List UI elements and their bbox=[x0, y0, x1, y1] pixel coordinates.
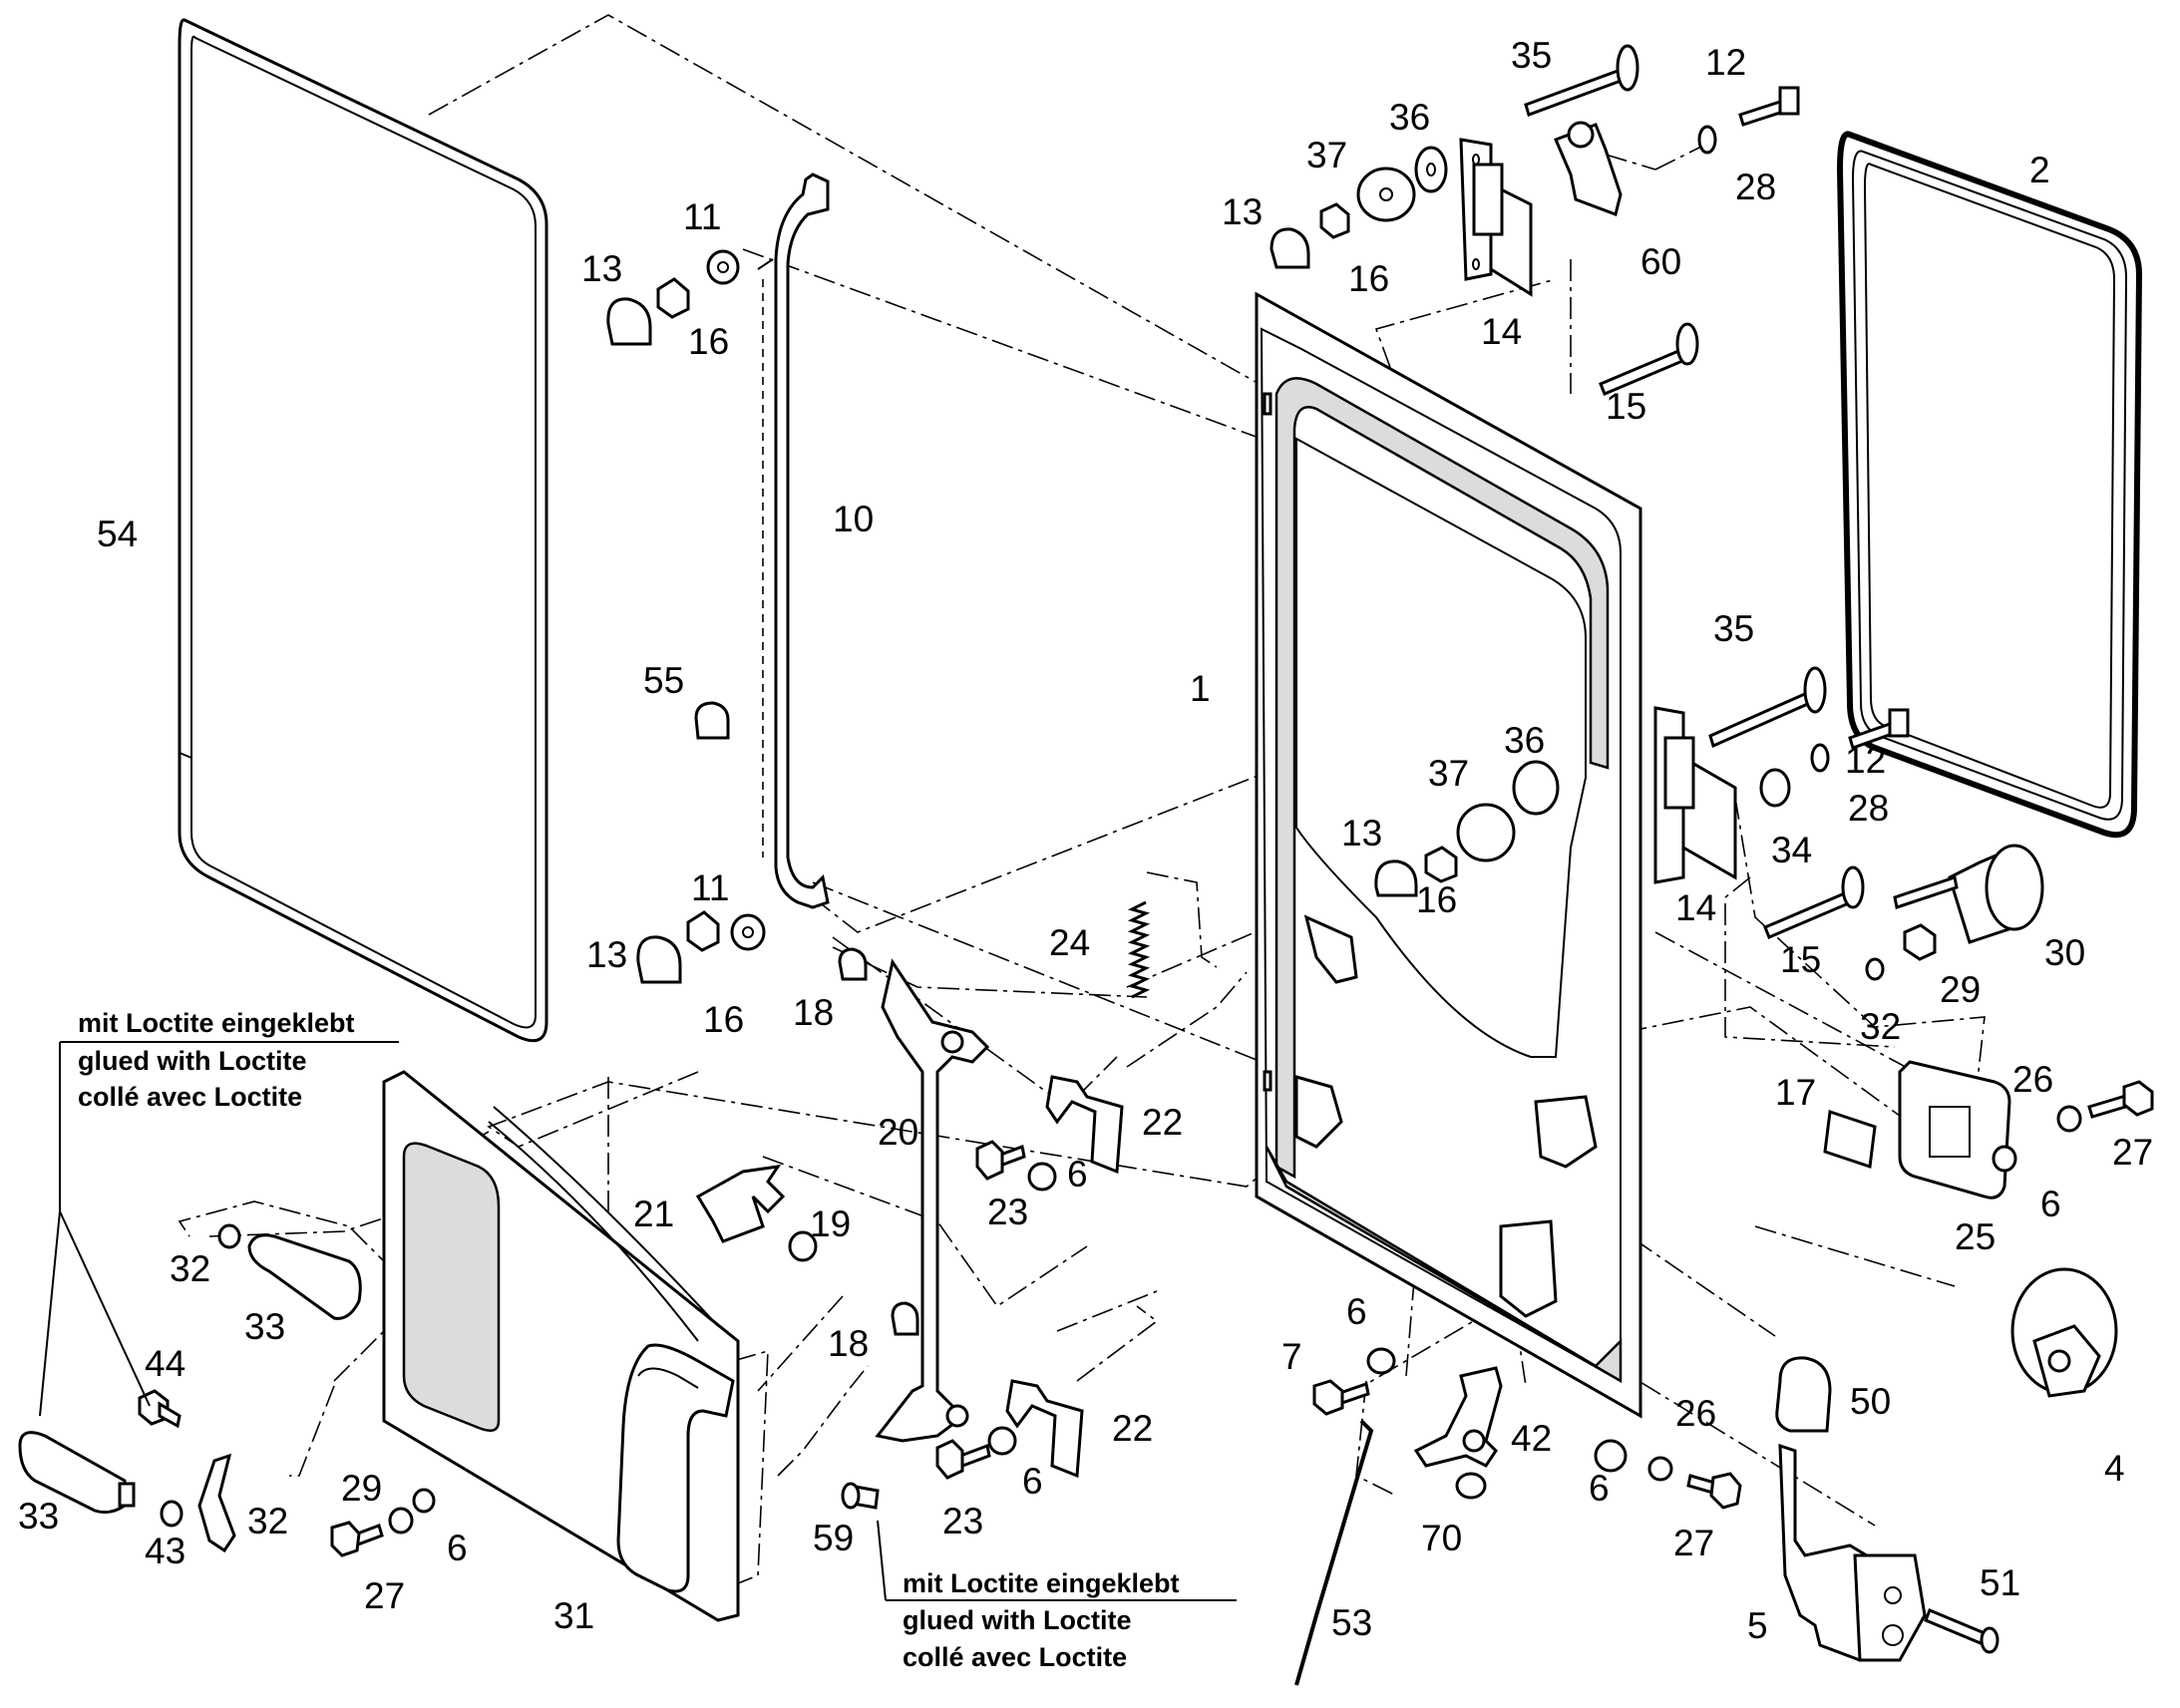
label-22-top: 22 bbox=[1142, 1102, 1183, 1143]
label-21: 21 bbox=[633, 1194, 674, 1234]
label-70: 70 bbox=[1421, 1518, 1462, 1558]
label-30: 30 bbox=[2044, 932, 2085, 973]
latch-linkage bbox=[695, 900, 1358, 1480]
part-31-inner-panel bbox=[382, 1070, 740, 1622]
note-loctite-en-left: glued with Loctite bbox=[78, 1046, 307, 1076]
label-33-bottom: 33 bbox=[18, 1496, 59, 1537]
label-13-lower-left: 13 bbox=[586, 934, 627, 975]
label-44: 44 bbox=[145, 1343, 185, 1384]
label-28-lower: 28 bbox=[1848, 788, 1889, 829]
label-36-lower: 36 bbox=[1504, 720, 1545, 761]
label-11-lower: 11 bbox=[691, 867, 729, 908]
label-43: 43 bbox=[145, 1531, 185, 1571]
label-36-top: 36 bbox=[1389, 97, 1430, 138]
label-6-left: 6 bbox=[447, 1528, 468, 1568]
label-50: 50 bbox=[1850, 1381, 1891, 1422]
label-6-bottom-right: 6 bbox=[1589, 1468, 1610, 1509]
label-24: 24 bbox=[1049, 922, 1090, 963]
note-leaders bbox=[39, 1041, 1237, 1601]
label-16-lower: 16 bbox=[1416, 879, 1457, 920]
label-19: 19 bbox=[810, 1203, 851, 1244]
label-22-bottom: 22 bbox=[1112, 1408, 1153, 1449]
label-23-top: 23 bbox=[987, 1192, 1028, 1232]
label-17: 17 bbox=[1775, 1072, 1816, 1113]
label-12-lower: 12 bbox=[1845, 740, 1886, 781]
label-4: 4 bbox=[2104, 1448, 2125, 1489]
label-28-top: 28 bbox=[1735, 167, 1776, 207]
label-14-top: 14 bbox=[1481, 311, 1522, 352]
label-27-right: 27 bbox=[2112, 1132, 2153, 1173]
note-loctite-fr-bottom: collé avec Loctite bbox=[903, 1642, 1127, 1672]
note-loctite-en-bottom: glued with Loctite bbox=[903, 1605, 1132, 1635]
label-27-left: 27 bbox=[364, 1575, 405, 1616]
lower-hinge-assembly bbox=[1374, 666, 2044, 981]
label-6-right: 6 bbox=[2040, 1184, 2061, 1224]
label-15-top: 15 bbox=[1606, 386, 1646, 427]
label-59: 59 bbox=[813, 1518, 854, 1558]
upper-hinge-assembly bbox=[1270, 44, 1800, 396]
lower-left-parts bbox=[18, 1223, 880, 1557]
label-5: 5 bbox=[1747, 1605, 1768, 1646]
note-loctite-de-bottom: mit Loctite eingeklebt bbox=[903, 1568, 1180, 1598]
label-35-lower: 35 bbox=[1713, 608, 1754, 649]
loctite-notes: mit Loctite eingeklebt glued with Loctit… bbox=[78, 1008, 1180, 1672]
label-13-top: 13 bbox=[1222, 191, 1263, 232]
label-51: 51 bbox=[1980, 1562, 2020, 1603]
label-32-left-top: 32 bbox=[170, 1248, 210, 1289]
label-60: 60 bbox=[1640, 241, 1681, 282]
label-53: 53 bbox=[1331, 1602, 1372, 1643]
label-55: 55 bbox=[643, 660, 684, 701]
label-27-bottom: 27 bbox=[1673, 1523, 1714, 1563]
label-54: 54 bbox=[97, 513, 138, 554]
label-34: 34 bbox=[1771, 830, 1812, 870]
label-13-upper-left: 13 bbox=[581, 248, 622, 289]
label-37-top: 37 bbox=[1306, 135, 1347, 175]
part-54-window-pane bbox=[178, 18, 548, 1043]
label-7: 7 bbox=[1281, 1336, 1302, 1377]
label-31: 31 bbox=[553, 1595, 594, 1636]
label-29-right: 29 bbox=[1940, 969, 1981, 1010]
label-10: 10 bbox=[833, 499, 874, 539]
label-15-lower: 15 bbox=[1780, 939, 1821, 980]
part-2-window-seal bbox=[1836, 131, 2143, 839]
label-18-bottom: 18 bbox=[828, 1323, 869, 1364]
label-16-top: 16 bbox=[1348, 258, 1389, 299]
label-18-top: 18 bbox=[793, 992, 834, 1033]
label-37-lower: 37 bbox=[1428, 753, 1469, 794]
label-42: 42 bbox=[1511, 1418, 1552, 1459]
label-25: 25 bbox=[1955, 1216, 1996, 1257]
label-20: 20 bbox=[878, 1112, 918, 1153]
label-23-bottom: 23 bbox=[942, 1501, 983, 1541]
note-loctite-de-left: mit Loctite eingeklebt bbox=[78, 1008, 355, 1038]
label-32-right: 32 bbox=[1860, 1006, 1901, 1047]
label-6-near-7: 6 bbox=[1346, 1291, 1367, 1332]
note-loctite-fr-left: collé avec Loctite bbox=[78, 1082, 302, 1112]
part-labels: 35 12 36 37 13 16 28 60 14 15 2 11 13 16… bbox=[18, 35, 2153, 1646]
label-32-left-bottom: 32 bbox=[247, 1501, 288, 1541]
label-35-top: 35 bbox=[1511, 35, 1552, 76]
label-11-top: 11 bbox=[683, 196, 721, 237]
right-latch-assembly bbox=[1294, 1060, 2154, 1686]
label-1: 1 bbox=[1190, 668, 1211, 709]
label-6-center-top: 6 bbox=[1067, 1154, 1088, 1195]
label-13-lower: 13 bbox=[1341, 813, 1382, 854]
label-16-upper-left: 16 bbox=[688, 321, 729, 362]
label-26-bottom: 26 bbox=[1675, 1393, 1716, 1434]
left-fastener-stacks bbox=[606, 249, 766, 984]
label-26-right: 26 bbox=[2012, 1059, 2053, 1100]
label-12-top: 12 bbox=[1705, 42, 1746, 83]
part-10-grab-rail bbox=[757, 172, 830, 909]
label-6-center-bottom: 6 bbox=[1022, 1461, 1043, 1502]
label-14-lower: 14 bbox=[1675, 887, 1716, 928]
label-33-top: 33 bbox=[244, 1306, 285, 1347]
label-16-lower-left: 16 bbox=[703, 999, 744, 1040]
label-2: 2 bbox=[2029, 150, 2050, 190]
label-29-left: 29 bbox=[341, 1468, 382, 1509]
